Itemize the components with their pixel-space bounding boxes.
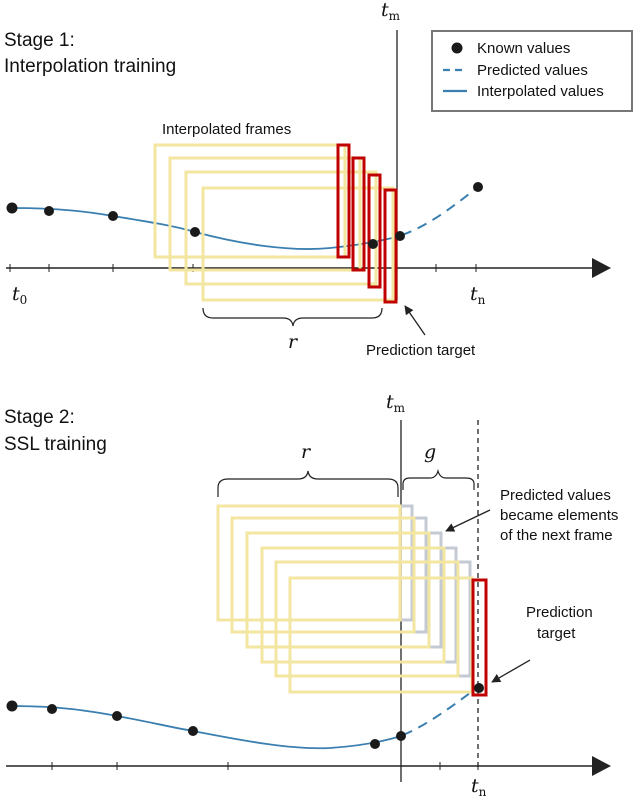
stage2-panel: Stage 2: SSL training tm tn [4, 391, 618, 799]
stage2-target-box [471, 578, 488, 697]
stage1-frame-2 [168, 156, 362, 272]
stage1-t0-label: t0 [12, 283, 27, 307]
stage2-known-point [474, 683, 484, 693]
stage1-known-point [368, 239, 378, 249]
stage2-r-label: r [301, 441, 312, 463]
stage2-frame-2 [230, 516, 416, 634]
stage2-g-label: g [424, 441, 436, 463]
stage2-target-line1: Prediction [526, 604, 593, 621]
stage2-frame-5 [274, 560, 460, 678]
stage2-known-points [6, 683, 484, 749]
stage2-target-arrow [491, 659, 531, 683]
stage1-known-point [6, 202, 18, 214]
stage1-title-line2: Interpolation training [4, 56, 176, 77]
stage1-known-point [473, 182, 483, 192]
stage1-target-1 [336, 143, 351, 259]
stage2-ghost-3 [429, 531, 443, 649]
legend-known-marker [451, 42, 463, 54]
stage2-known-point [47, 704, 57, 714]
stage1-frames-label: Interpolated frames [162, 121, 291, 138]
stage2-predicted-curve [402, 689, 475, 736]
stage1-interpolated-frames [153, 143, 395, 302]
stage2-frame-4 [260, 546, 446, 664]
stage1-r-label: r [288, 331, 299, 353]
stage2-ghost-5 [458, 560, 472, 678]
stage2-note-line3: of the next frame [500, 527, 613, 544]
stage1-target-label: Prediction target [366, 342, 476, 359]
stage2-tm-label: tm [386, 391, 406, 415]
stage1-target-3 [367, 173, 382, 289]
stage1-known-points [6, 182, 483, 249]
stage1-target-4 [383, 188, 398, 304]
stage1-target-2 [351, 156, 366, 272]
stage1-predicted-curve [401, 186, 479, 236]
stage2-title-line1: Stage 2: [4, 407, 75, 428]
stage2-ghost-4 [444, 546, 458, 664]
legend-known-label: Known values [477, 40, 570, 57]
stage2-known-point [370, 739, 380, 749]
stage1-frame-3 [184, 170, 378, 286]
stage2-frame-3 [245, 531, 431, 649]
stage2-g-brace [402, 468, 475, 490]
stage1-title-line1: Stage 1: [4, 30, 75, 51]
stage1-known-point [395, 231, 405, 241]
legend-interpolated-label: Interpolated values [477, 83, 604, 100]
stage1-known-point [190, 227, 200, 237]
stage1-interpolated-curve [11, 207, 401, 250]
stage2-interpolated-curve [11, 705, 402, 750]
stage1-known-point [108, 211, 118, 221]
stage1-frame-4 [201, 186, 395, 302]
stage1-target-boxes [336, 143, 398, 304]
stage2-note-line2: became elements [500, 507, 618, 524]
stage1-panel: Stage 1: Interpolation training tm t0 tn [4, 0, 611, 359]
legend: Known values Predicted values Interpolat… [431, 30, 633, 112]
stage2-note-line1: Predicted values [500, 487, 611, 504]
stage1-known-point [44, 206, 54, 216]
stage2-note-arrow [445, 509, 491, 532]
stage2-title-line2: SSL training [4, 434, 107, 455]
stage2-known-point [112, 711, 122, 721]
stage1-tm-label: tm [381, 0, 401, 23]
stage1-frame-1 [153, 143, 347, 259]
stage2-ghost-2 [414, 516, 428, 634]
stage1-tn-label: tn [470, 283, 486, 307]
stage1-target-arrow [404, 305, 426, 336]
stage2-known-point [188, 726, 198, 736]
stage2-known-point [6, 700, 18, 712]
stage2-target-line2: target [537, 625, 576, 642]
legend-box [431, 30, 633, 112]
legend-predicted-label: Predicted values [477, 62, 588, 79]
stage2-x-axis [6, 756, 611, 776]
stage2-r-brace [217, 470, 399, 497]
stage2-tn-label: tn [471, 775, 487, 799]
stage2-known-point [396, 731, 406, 741]
stage1-x-axis [6, 258, 611, 278]
stage1-r-brace [202, 307, 383, 327]
